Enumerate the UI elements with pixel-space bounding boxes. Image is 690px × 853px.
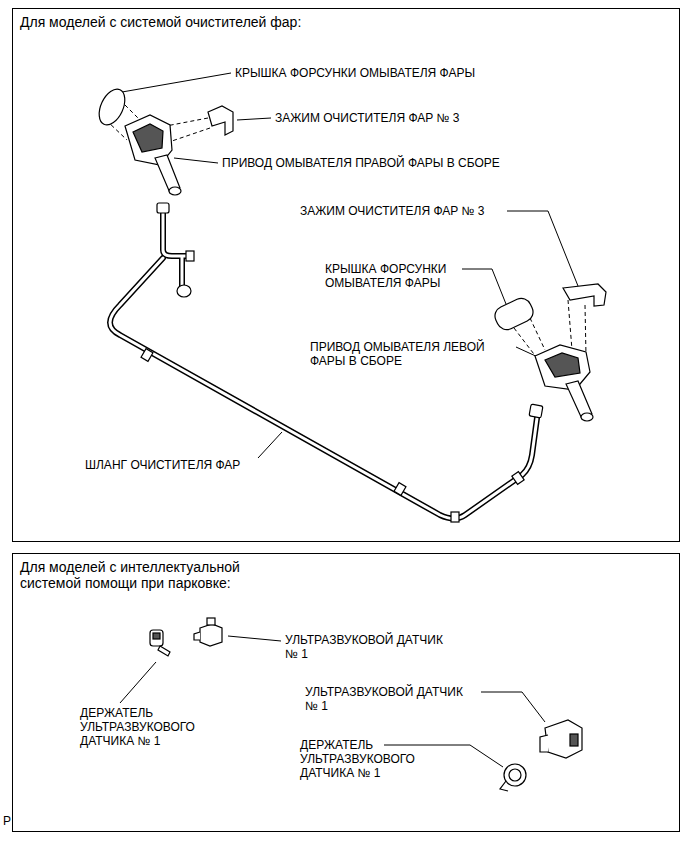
part-label: ШЛАНГ ОЧИСТИТЕЛЯ ФАР bbox=[85, 458, 240, 472]
leader-line bbox=[228, 636, 281, 641]
hose-connector bbox=[186, 251, 194, 261]
assembly-line bbox=[530, 318, 545, 350]
part-label: КРЫШКА ФОРСУНКИ ОМЫВАТЕЛЯ ФАРЫ bbox=[235, 66, 475, 80]
hose-clamp bbox=[394, 483, 406, 496]
sensor-connector bbox=[207, 618, 215, 625]
hose-connector bbox=[157, 203, 169, 213]
nozzle-cap bbox=[492, 295, 537, 333]
part-label: ЗАЖИМ ОЧИСТИТЕЛЯ ФАР № 3 bbox=[300, 204, 485, 218]
text-line: системой помощи при парковке: bbox=[20, 575, 240, 591]
hose-connector bbox=[529, 404, 543, 418]
text-line: УЛЬТРАЗВУКОВОГО bbox=[300, 752, 415, 766]
text-line: ДЕРЖАТЕЛЬ bbox=[300, 738, 415, 752]
panel-heading: Для моделей с интеллектуальной системой … bbox=[13, 554, 247, 596]
text-line: ДАТЧИКА № 1 bbox=[300, 766, 415, 780]
part-label: ЗАЖИМ ОЧИСТИТЕЛЯ ФАР № 3 bbox=[275, 111, 460, 125]
part-label: ДЕРЖАТЕЛЬ УЛЬТРАЗВУКОВОГО ДАТЧИКА № 1 bbox=[80, 706, 195, 748]
leader-line bbox=[237, 118, 271, 120]
sensor-holder-ring bbox=[509, 769, 521, 781]
sensor-face bbox=[540, 735, 548, 752]
text-line: ОМЫВАТЕЛЯ ФАРЫ bbox=[325, 276, 446, 290]
actuator-nozzle-end bbox=[581, 413, 593, 421]
leader-line bbox=[122, 73, 231, 92]
part-label: ДЕРЖАТЕЛЬ УЛЬТРАЗВУКОВОГО ДАТЧИКА № 1 bbox=[300, 738, 415, 780]
sensor-holder-tab bbox=[500, 781, 508, 791]
panel-heading: Для моделей с системой очистителей фар: bbox=[13, 9, 308, 35]
sensor-holder-tab bbox=[158, 646, 170, 656]
part-label: КРЫШКА ФОРСУНКИ ОМЫВАТЕЛЯ ФАРЫ bbox=[325, 262, 446, 290]
washer-clip bbox=[563, 284, 606, 306]
assembly-line bbox=[585, 305, 586, 355]
sensor-connector bbox=[570, 734, 578, 746]
leader-line bbox=[507, 211, 578, 286]
hose-clamp bbox=[141, 349, 153, 362]
text-line: УЛЬТРАЗВУКОВОЙ ДАТЧИК bbox=[305, 685, 463, 699]
leader-line bbox=[481, 692, 545, 722]
assembly-line bbox=[166, 118, 208, 126]
ultrasonic-sensor bbox=[200, 624, 222, 646]
sensor-holder-detail bbox=[153, 633, 160, 639]
nozzle-cap bbox=[94, 85, 130, 129]
text-line: ФАРЫ В СБОРЕ bbox=[310, 354, 485, 368]
leader-line bbox=[258, 432, 282, 458]
text-line: Для моделей с интеллектуальной bbox=[20, 559, 240, 575]
text-line: УЛЬТРАЗВУКОВОЙ ДАТЧИК bbox=[285, 633, 443, 647]
assembly-line bbox=[568, 300, 572, 350]
sensor-holder bbox=[150, 630, 163, 646]
washer-hose bbox=[110, 212, 537, 519]
sensor-face bbox=[194, 632, 200, 640]
text-line: № 1 bbox=[305, 699, 463, 713]
washer-actuator-detail bbox=[545, 353, 580, 377]
text-line: ПРИВОД ОМЫВАТЕЛЯ ЛЕВОЙ bbox=[310, 340, 485, 354]
text-line: ДАТЧИКА № 1 bbox=[80, 734, 195, 748]
text-line: КРЫШКА ФОРСУНКИ bbox=[325, 262, 446, 276]
hose-connector bbox=[177, 285, 191, 297]
washer-hose-inner bbox=[110, 212, 537, 519]
ultrasonic-sensor bbox=[545, 720, 582, 758]
sensor-holder bbox=[504, 764, 526, 786]
leader-line bbox=[462, 269, 506, 304]
part-label: УЛЬТРАЗВУКОВОЙ ДАТЧИК № 1 bbox=[285, 633, 443, 661]
leader-line bbox=[120, 662, 156, 703]
hose-clamp bbox=[512, 472, 524, 485]
actuator-nozzle-end bbox=[169, 187, 181, 195]
washer-actuator-detail bbox=[133, 124, 163, 152]
hose-clamp bbox=[451, 512, 459, 522]
text-line: № 1 bbox=[285, 647, 443, 661]
leader-line bbox=[174, 158, 218, 163]
part-label: УЛЬТРАЗВУКОВОЙ ДАТЧИК № 1 bbox=[305, 685, 463, 713]
part-label: ПРИВОД ОМЫВАТЕЛЯ ПРАВОЙ ФАРЫ В СБОРЕ bbox=[222, 156, 500, 170]
washer-actuator bbox=[535, 345, 590, 390]
text-line: ДЕРЖАТЕЛЬ bbox=[80, 706, 195, 720]
figure-code: P bbox=[3, 814, 11, 828]
washer-clip bbox=[208, 106, 233, 135]
text-line: УЛЬТРАЗВУКОВОГО bbox=[80, 720, 195, 734]
assembly-line bbox=[169, 128, 210, 142]
part-label: ПРИВОД ОМЫВАТЕЛЯ ЛЕВОЙ ФАРЫ В СБОРЕ bbox=[310, 340, 485, 368]
